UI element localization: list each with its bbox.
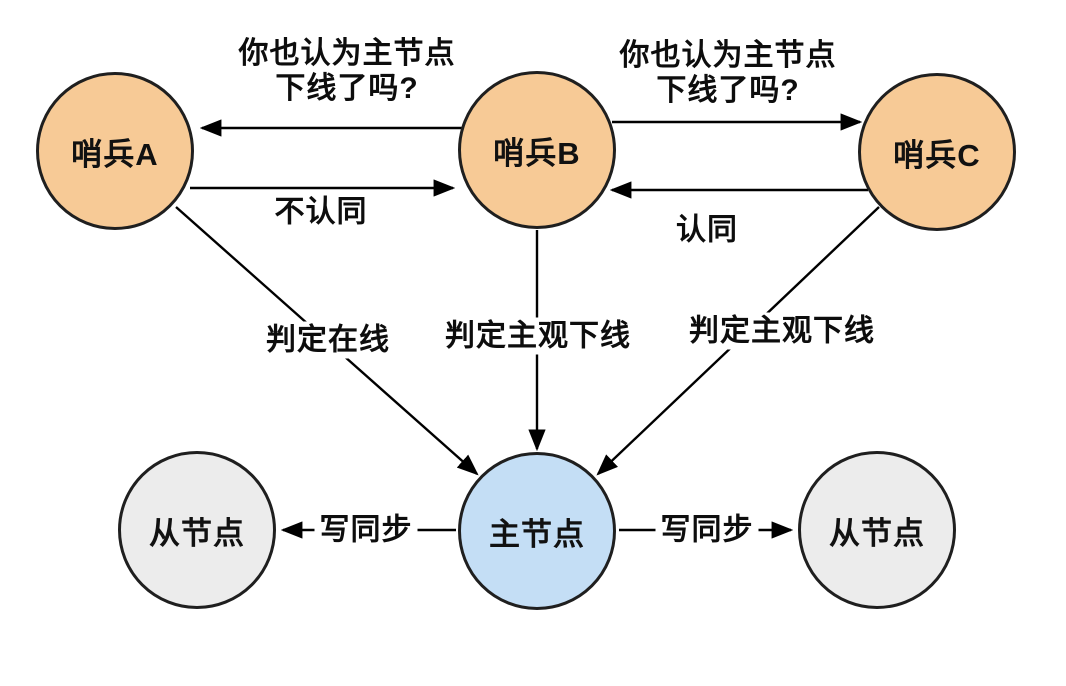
edge-label-judge-subjective-down-b: 判定主观下线	[440, 317, 636, 355]
node-master-label: 主节点	[489, 516, 585, 552]
node-slave-right-label: 从节点	[829, 515, 925, 551]
node-sentinel-c-label: 哨兵C	[893, 137, 981, 173]
edge-label-ask-b-to-c: 你也认为主节点 下线了吗?	[614, 37, 842, 109]
node-sentinel-a: 哨兵A	[36, 72, 194, 230]
node-slave-left: 从节点	[118, 451, 276, 609]
edge-label-write-sync-right: 写同步	[655, 511, 759, 549]
edge-label-agree: 认同	[671, 211, 743, 249]
node-sentinel-b: 哨兵B	[458, 71, 616, 229]
node-sentinel-a-label: 哨兵A	[71, 136, 159, 172]
edge-label-ask-b-to-c-line1: 你也认为主节点	[619, 39, 837, 72]
node-sentinel-c: 哨兵C	[858, 73, 1016, 231]
edge-label-ask-b-to-a-line1: 你也认为主节点	[238, 37, 456, 70]
edge-label-ask-b-to-a-line2: 下线了吗?	[275, 72, 419, 105]
node-master: 主节点	[458, 452, 616, 610]
node-sentinel-b-label: 哨兵B	[493, 135, 581, 171]
node-slave-right: 从节点	[798, 451, 956, 609]
edge-label-disagree: 不认同	[269, 193, 373, 231]
edge-label-judge-online: 判定在线	[261, 321, 395, 359]
edge-label-judge-subjective-down-c: 判定主观下线	[684, 312, 880, 350]
edge-label-ask-b-to-c-line2: 下线了吗?	[656, 74, 800, 107]
edge-label-write-sync-left: 写同步	[314, 511, 418, 549]
node-slave-left-label: 从节点	[149, 515, 245, 551]
edge-label-ask-b-to-a: 你也认为主节点 下线了吗?	[233, 35, 461, 107]
